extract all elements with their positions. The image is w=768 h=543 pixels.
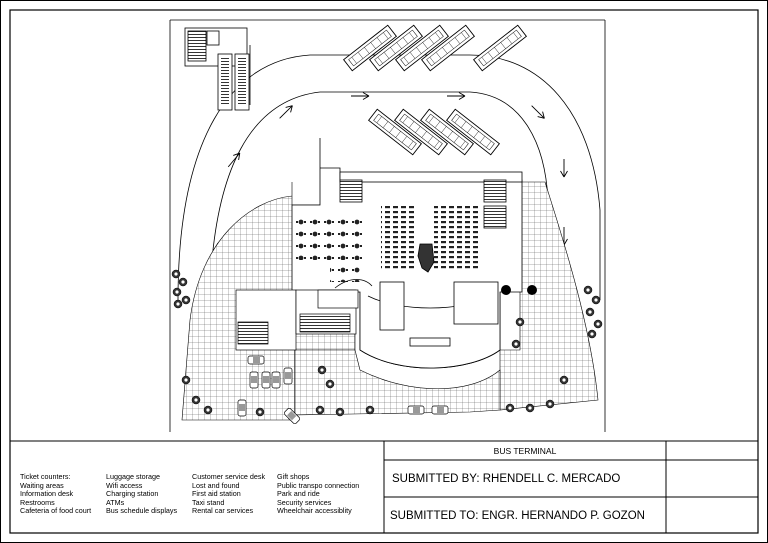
legend-item: Customer service desk	[192, 472, 266, 481]
submitted-to: SUBMITTED TO: ENGR. HERNANDO P. GOZON	[390, 510, 645, 522]
legend-item: First aid station	[192, 489, 241, 499]
legend-item: Waiting areas	[20, 480, 64, 490]
terminal-building	[291, 138, 523, 369]
legend-item: Restrooms	[20, 497, 55, 507]
legend-column-2: Luggage storage Wifi access Charging sta…	[106, 472, 178, 516]
bus-bays-south	[368, 108, 500, 156]
legend-column-4: Gift shops Public transpo connection Par…	[277, 472, 360, 516]
legend-item: Public transpo connection	[277, 480, 360, 490]
legend-item: Rental car services	[192, 506, 254, 516]
project-title: BUS TERMINAL	[493, 446, 557, 456]
access-road	[177, 45, 601, 301]
legend-item: Bus schedule displays	[106, 506, 178, 516]
plan-frame	[169, 19, 606, 432]
legend-item: Park and ride	[277, 489, 320, 499]
tree-cluster-icon	[171, 269, 603, 417]
legend-item: Charging station	[106, 489, 159, 499]
legend-item: Ticket counters:	[20, 472, 71, 481]
bus-bays-north	[343, 24, 527, 72]
legend-item: Wifi access	[106, 480, 143, 490]
title-block-grid	[383, 441, 758, 533]
legend-column-3: Customer service desk Lost and found Fir…	[192, 472, 266, 516]
legend-item: Security services	[277, 497, 332, 507]
submitted-by: SUBMITTED BY: RHENDELL C. MERCADO	[392, 473, 621, 485]
legend-item: Information desk	[20, 489, 74, 499]
legend-column-1: Ticket counters: Waiting areas Informati…	[20, 472, 92, 516]
legend-item: Taxi stand	[192, 497, 225, 507]
legend-item: Gift shops	[277, 472, 310, 481]
legend-item: ATMs	[106, 497, 125, 507]
legend-item: Lost and found	[192, 480, 240, 490]
parked-buses-west	[217, 53, 250, 111]
legend-item: Luggage storage	[106, 472, 160, 481]
legend-item: Wheelchair accessiblity	[277, 506, 352, 516]
west-annex	[235, 289, 359, 351]
legend-item: Cafeteria of food court	[20, 506, 92, 516]
